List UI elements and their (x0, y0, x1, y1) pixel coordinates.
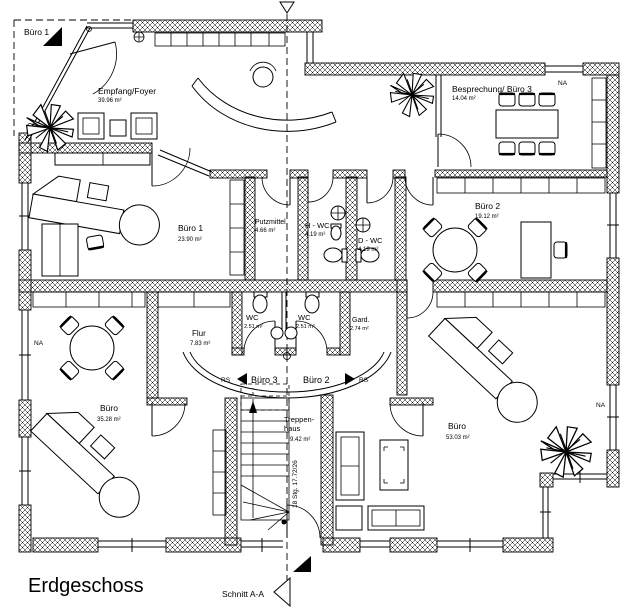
buero1-area: 23.90 m² (178, 237, 202, 243)
entrance-door (69, 41, 117, 95)
buero-sw-desk (24, 396, 158, 527)
besprechung-area: 14.04 m² (452, 96, 476, 102)
buero2-desk (520, 221, 569, 279)
entry-sign-label: Büro 1 (24, 27, 49, 37)
section-arrow-bottom-icon (273, 576, 291, 607)
section-marker-top-icon (279, 1, 295, 14)
putzmittel-name: Putzmittel (255, 219, 286, 226)
treppenhaus-area: 9.42 m² (290, 437, 310, 443)
section-marker-bottom-icon (293, 556, 311, 572)
foyer-seating (54, 112, 158, 166)
exterior-walls (18, 19, 620, 553)
buero1-name: Büro 1 (178, 223, 203, 233)
reception-desk (191, 61, 337, 132)
wc-fixtures (252, 205, 380, 340)
flur-area: 7.83 m² (190, 341, 210, 347)
section-label: Schnitt A-A (222, 589, 264, 599)
window-na-labels: NA NA NA (34, 80, 606, 409)
foyer-name: Empfang/Foyer (98, 86, 156, 96)
windows (19, 32, 619, 552)
dwc-name: D - WC (358, 236, 383, 245)
na-right-label: NA (596, 402, 606, 409)
buero2-door-label: Büro 2 (303, 375, 330, 385)
stair-note: 18 Stg. 17.72/26 (292, 460, 299, 508)
treppenhaus-name-2: haus (284, 424, 301, 433)
buero2-name: Büro 2 (475, 201, 500, 211)
section-line (273, 1, 311, 607)
sofa-group (335, 431, 425, 531)
wc2-name: WC (298, 313, 311, 322)
wc1-name: WC (246, 313, 259, 322)
buero2-table (422, 217, 487, 282)
na-left-label: NA (34, 340, 44, 347)
entry-sign: Büro 1 (24, 27, 62, 46)
buero1-desk (27, 171, 166, 277)
room-labels: Empfang/Foyer 39.96 m² Besprechung/ Büro… (97, 84, 532, 508)
roof-overhang-outline (13, 19, 133, 136)
page-title: Erdgeschoss (28, 575, 144, 597)
radiators-cabinets (32, 77, 607, 516)
flur-name: Flur (192, 329, 206, 338)
hwc-area: 4.19 m² (305, 232, 325, 238)
dwc-area: 4.19 m² (358, 247, 378, 253)
rs-left-label: RS (221, 377, 231, 384)
buero-se-area: 53.03 m² (446, 435, 470, 441)
foyer-area: 39.96 m² (98, 98, 122, 104)
arrow-right-icon (345, 373, 355, 385)
hwc-name: H - WC (305, 221, 330, 230)
rs-right-label: RS (359, 377, 369, 384)
besprechung-name: Besprechung/ Büro 3 (452, 84, 532, 94)
wc2-area: 2.51 m² (296, 324, 315, 330)
na-top-label: NA (558, 80, 568, 87)
lobby-door-signs: RS Büro 3 Büro 2 RS (221, 373, 369, 385)
staircase (240, 383, 290, 531)
arrow-left-icon (237, 373, 247, 385)
treppenhaus-name-1: Treppen- (284, 415, 315, 424)
interior-walls (18, 142, 608, 546)
buero-se-desk (422, 301, 556, 432)
putzmittel-area: 4.66 m² (255, 228, 275, 234)
buero2-area: 19.12 m² (475, 214, 499, 220)
buero-se-name: Büro (448, 421, 466, 431)
buero3-door-label: Büro 3 (251, 375, 278, 385)
buero-sw-table (59, 315, 124, 380)
entry-arrow-icon (43, 27, 62, 46)
gard-name: Gard. (352, 317, 370, 324)
wc1-area: 2.51 m² (244, 324, 263, 330)
buero-sw-name: Büro (100, 403, 118, 413)
electrical-symbol-icon (133, 31, 145, 43)
buero-sw-area: 35.28 m² (97, 417, 121, 423)
meeting-table (495, 91, 559, 157)
gard-area: 2.74 m² (350, 326, 369, 332)
